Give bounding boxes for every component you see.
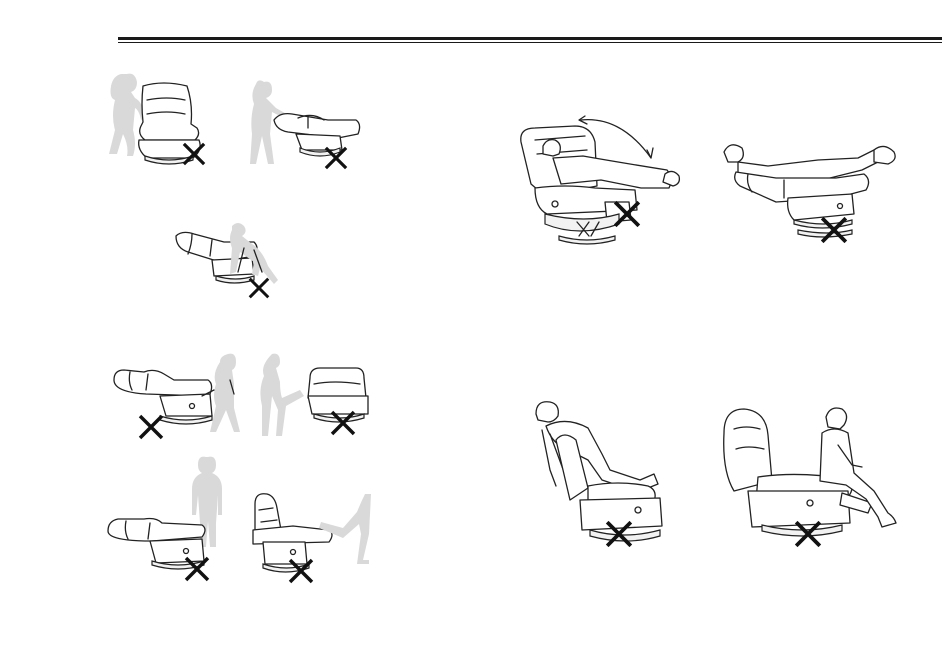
cross-mark-icon: [248, 277, 270, 299]
cross-mark-icon: [324, 146, 348, 170]
warning-lean-over-footrest: [172, 220, 292, 295]
cross-mark-icon: [794, 520, 822, 548]
cross-mark-icon: [605, 520, 633, 548]
cross-mark-icon: [182, 142, 206, 166]
warning-rock-violently: [515, 110, 690, 250]
warning-lift-by-footrest: [238, 80, 368, 170]
cross-mark-icon: [138, 414, 164, 440]
header-rule: [118, 37, 942, 40]
cross-mark-icon: [288, 558, 314, 584]
cross-mark-icon: [820, 216, 848, 244]
warning-stand-on-footrest-plate: [106, 455, 236, 580]
cross-mark-icon: [184, 556, 210, 582]
warning-lean-over-backrest: [528, 400, 678, 550]
cross-mark-icon: [330, 410, 356, 436]
warning-stand-on-open-footrest: [110, 350, 245, 440]
cross-mark-icon: [613, 200, 641, 228]
warning-lie-on-backrest: [718, 140, 903, 245]
